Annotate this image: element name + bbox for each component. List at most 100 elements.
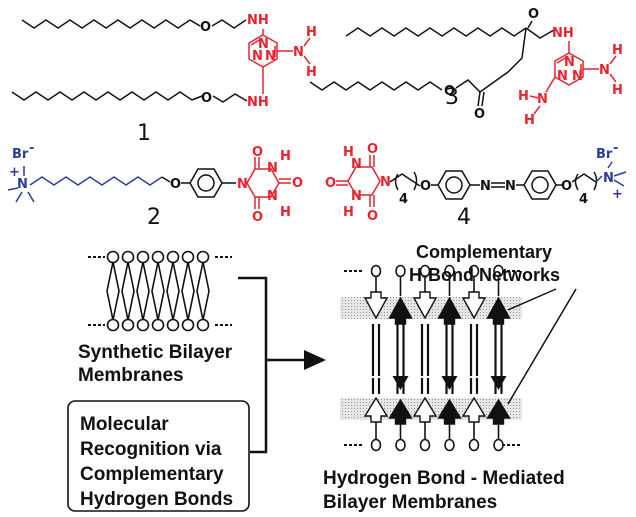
imide-n-4a: N	[351, 157, 362, 172]
oxygen-label-upper: O	[200, 20, 211, 35]
lipid-tail-right	[157, 261, 165, 321]
amino-h-3d: H	[524, 113, 535, 128]
lipid-tail-left	[196, 261, 204, 321]
imide-h-4b: H	[343, 205, 354, 220]
bromide-label-4: Br	[596, 147, 613, 162]
ether-oxygen-4a: O	[420, 179, 431, 194]
benzene-ring-4b	[523, 170, 557, 200]
ester-oxygen-3a: O	[444, 84, 455, 99]
lipid-head-bottom	[106, 318, 120, 332]
amphiphile-lower	[437, 376, 462, 452]
alkyl-chain-3-upper	[345, 27, 527, 37]
pointer-line-upper	[507, 288, 557, 311]
carbonyl-o-2b: O	[252, 210, 263, 225]
lipid-head-bottom	[136, 318, 150, 332]
alkyl-chain-lower	[11, 91, 193, 101]
ammonium-plus-2: +	[9, 165, 20, 180]
amphiphile-upper	[412, 264, 438, 376]
imide-n-2b: N	[267, 161, 278, 176]
molecule-4: O O O N N N H H 4 O N N O 4 Br	[325, 141, 627, 230]
lipid-head-bottom	[151, 318, 165, 332]
oxygen-label-lower: O	[201, 91, 212, 106]
amphiphile-upper	[461, 264, 487, 376]
carbonyl-o-4a: O	[367, 142, 378, 157]
amphiphile-upper	[363, 264, 389, 376]
bromide-label-2: Br	[12, 147, 29, 162]
imide-h-2b: H	[280, 205, 291, 220]
lipid-tail-right	[202, 261, 210, 321]
lipid-tail-left	[136, 261, 144, 321]
lipid-head-top	[166, 250, 180, 264]
lipid-pair	[196, 250, 210, 332]
azo-n-4b: N	[505, 179, 516, 194]
ring-n-3b: N	[572, 69, 583, 84]
amino-n-1: N	[293, 45, 304, 60]
amphiphile-head	[419, 264, 431, 278]
molecule-number-2: 2	[147, 205, 161, 230]
flow-arrow	[304, 350, 326, 370]
lipid-head-bottom	[121, 318, 135, 332]
imide-n-2c: N	[267, 189, 278, 204]
lipid-head-top	[106, 250, 120, 264]
mediated-bilayer-caption-line-2: Bilayer Membranes	[323, 492, 497, 513]
lipid-head-top	[196, 250, 210, 264]
interdigit-wedge	[490, 376, 507, 390]
imide-h-4a: H	[343, 145, 354, 160]
ester-oxygen-3b: O	[474, 107, 485, 122]
ring-n-1a: N	[258, 37, 269, 52]
amphiphile-lower	[461, 378, 487, 452]
carbonyl-o-4b: O	[367, 209, 378, 224]
amphiphile-lower	[412, 378, 438, 452]
amino-h-3b: H	[612, 83, 623, 98]
ammonium-n-2: N	[17, 177, 28, 192]
hbond-arrow-up-black	[388, 296, 413, 325]
lipid-tail-right	[142, 261, 150, 321]
hbond-arrow-down-white	[461, 291, 487, 320]
amphiphile-head	[468, 438, 480, 452]
lipid-head-top	[181, 250, 195, 264]
lipid-head-bottom	[196, 318, 210, 332]
alkyl-chain-2	[29, 176, 163, 186]
lipid-head-top	[136, 250, 150, 264]
amino-n-3b: N	[537, 92, 548, 107]
ammonium-plus-4: +	[612, 187, 623, 202]
bromide-charge-2: -	[29, 141, 34, 156]
molecule-2: Br - + N O N N N H H	[7, 141, 303, 230]
ring-n-3a: N	[564, 55, 575, 70]
amphiphile-head	[468, 264, 480, 278]
hbond-arrow-up-black	[486, 398, 511, 425]
imide-n-4b: N	[351, 189, 362, 204]
ether-oxygen-4b: O	[561, 179, 572, 194]
amphiphile-upper	[437, 264, 462, 376]
lipid-tail-left	[166, 261, 174, 321]
amphiphile-head	[370, 438, 382, 452]
lipid-pair	[136, 250, 150, 332]
hbond-networks-caption-line-2: H-Bond Networks	[409, 265, 560, 285]
carbonyl-o-4c: O	[325, 176, 336, 191]
synthetic-bilayer-caption-line-1: Synthetic Bilayer	[78, 342, 233, 363]
repeat-count-4b: 4	[579, 192, 588, 207]
amino-h-1b: H	[306, 65, 317, 80]
interdigit-wedge	[441, 376, 458, 390]
spacer-bracket-4b	[574, 173, 579, 191]
pointer-line-lower	[507, 288, 577, 405]
ether-oxygen-3: O	[528, 7, 539, 22]
lipid-pair	[121, 250, 135, 332]
ether-oxygen-2: O	[170, 177, 181, 192]
spacer-bracket-4a	[394, 173, 399, 191]
hbond-arrow-up-black	[486, 296, 511, 325]
triazine-ring-3	[545, 41, 599, 93]
lipid-pair	[181, 250, 195, 332]
lipid-pair	[151, 250, 165, 332]
lipid-tail-left	[106, 261, 114, 321]
hbond-arrow-down-white	[412, 291, 438, 320]
amphiphile-head	[493, 438, 504, 452]
recognition-caption-line-4: Hydrogen Bonds	[80, 489, 233, 510]
alkyl-chain-3-lower	[309, 81, 443, 91]
amphiphile-lower	[363, 378, 389, 452]
isocyanurate-ring-2	[246, 157, 291, 209]
lipid-tail-left	[121, 261, 129, 321]
lipid-tail-right	[112, 261, 120, 321]
amphiphile-head	[395, 264, 406, 278]
